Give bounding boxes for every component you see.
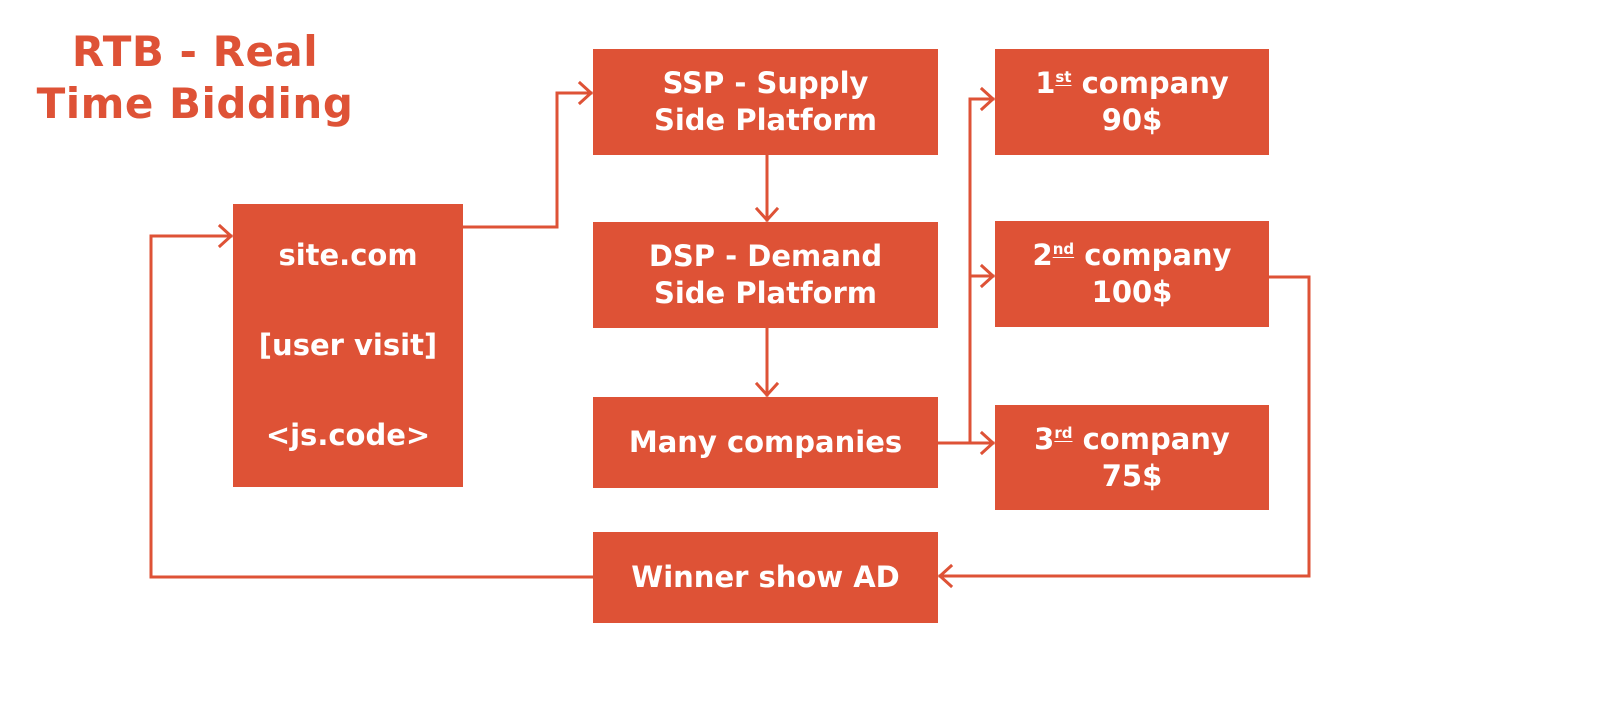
company-1-title: 1st company <box>1035 65 1229 102</box>
company-1-suffix: st <box>1055 68 1072 86</box>
company-3-bid: 75$ <box>1101 458 1163 493</box>
arrowhead-ssp <box>577 80 594 106</box>
node-company-2: 2nd company 100$ <box>995 221 1269 327</box>
arrowhead-c1 <box>979 86 996 112</box>
arrowhead-many <box>754 381 780 398</box>
node-dsp: DSP - Demand Side Platform <box>593 222 938 328</box>
arrowhead-c3 <box>979 430 996 456</box>
dsp-line-2: Side Platform <box>653 276 878 310</box>
edge-c2-to-winner <box>938 275 1311 578</box>
company-1-ordinal: 1 <box>1035 66 1056 100</box>
node-company-1: 1st company 90$ <box>995 49 1269 155</box>
edge-site-to-ssp <box>461 91 593 229</box>
site-domain: site.com <box>278 237 418 272</box>
company-3-ordinal: 3 <box>1034 421 1055 456</box>
ssp-line-2: Side Platform <box>653 103 878 137</box>
company-2-bid: 100$ <box>1091 275 1173 309</box>
company-3-suffix: rd <box>1054 423 1073 442</box>
company-1-name: company <box>1081 66 1229 100</box>
company-3-name: company <box>1082 421 1230 456</box>
node-site: site.com [user visit] <js.code> <box>233 204 463 487</box>
arrowhead-c2 <box>979 263 996 289</box>
node-ssp: SSP - Supply Side Platform <box>593 49 938 155</box>
diagram-title: RTB - Real Time Bidding <box>30 26 360 130</box>
arrowhead-dsp <box>754 206 780 223</box>
many-companies-label: Many companies <box>628 425 903 459</box>
company-2-title: 2nd company <box>1033 237 1232 274</box>
company-3-title: 3rd company <box>1034 421 1230 458</box>
winner-label: Winner show AD <box>631 560 900 594</box>
company-2-ordinal: 2 <box>1032 238 1053 272</box>
node-many-companies: Many companies <box>593 397 938 488</box>
title-line-1: RTB - Real <box>71 27 319 76</box>
dsp-line-1: DSP - Demand <box>648 239 883 273</box>
site-user-visit: [user visit] <box>258 327 438 362</box>
arrowhead-winner <box>937 563 954 589</box>
company-2-name: company <box>1084 238 1232 272</box>
node-winner: Winner show AD <box>593 532 938 623</box>
title-line-2: Time Bidding <box>36 79 354 128</box>
node-company-3: 3rd company 75$ <box>995 405 1269 510</box>
arrowhead-site <box>217 223 234 249</box>
site-js-code: <js.code> <box>265 418 431 453</box>
company-2-suffix: nd <box>1052 240 1075 258</box>
edge-winner-to-site <box>149 234 595 579</box>
company-1-bid: 90$ <box>1101 103 1163 137</box>
ssp-line-1: SSP - Supply <box>662 66 869 100</box>
